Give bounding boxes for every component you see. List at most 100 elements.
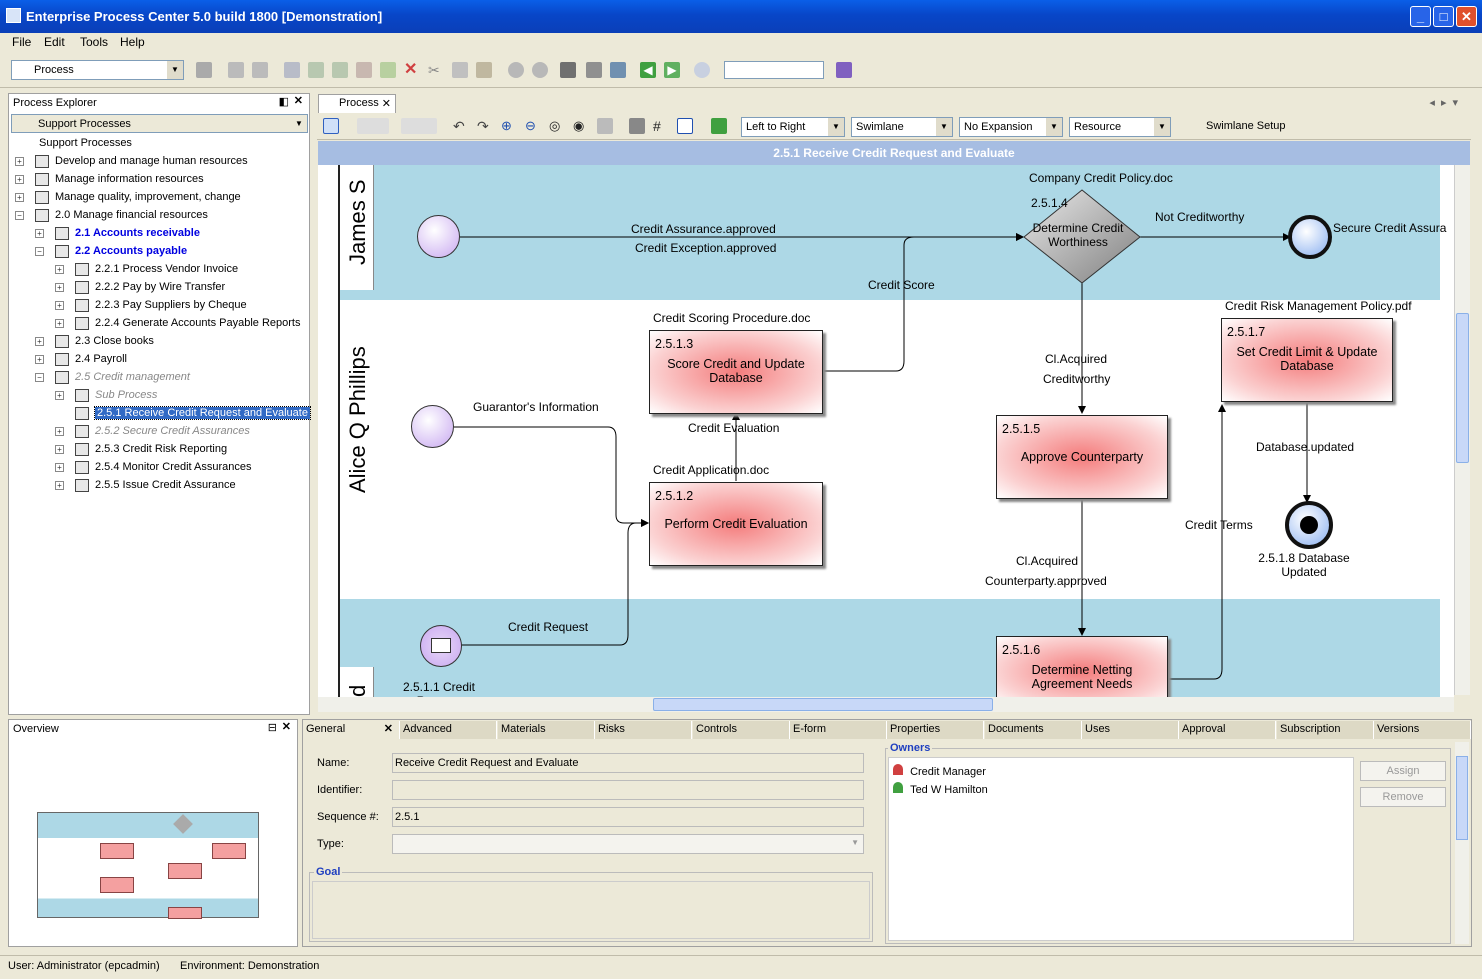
checkout-icon[interactable]: [252, 62, 268, 78]
cut-icon[interactable]: ✂: [428, 62, 440, 78]
process-diagram[interactable]: James S Alice Q Phillips d 2.5.1.3 Score…: [318, 165, 1454, 697]
lock-icon[interactable]: [228, 62, 244, 78]
tab-versions[interactable]: Versions: [1374, 721, 1471, 739]
expand-toggle-icon[interactable]: +: [55, 427, 64, 436]
tab-close-icon[interactable]: ✕: [383, 723, 393, 735]
tab-subscription[interactable]: Subscription: [1277, 721, 1374, 739]
search-tool-icon[interactable]: [836, 62, 852, 78]
back-icon[interactable]: ◀: [640, 62, 656, 78]
hscroll-thumb[interactable]: [653, 698, 993, 711]
message-start-event[interactable]: [420, 625, 462, 667]
expand-toggle-icon[interactable]: +: [55, 463, 64, 472]
comment-icon[interactable]: [694, 62, 710, 78]
expand-toggle-icon[interactable]: −: [35, 373, 44, 382]
expand-toggle-icon[interactable]: +: [55, 319, 64, 328]
direction-combo[interactable]: Left to Right▼: [741, 117, 845, 137]
close-panel-icon[interactable]: ✕: [293, 95, 303, 107]
assign-button[interactable]: Assign: [1360, 761, 1446, 781]
task-approve-counterparty[interactable]: 2.5.1.5 Approve Counterparty: [996, 415, 1168, 499]
zoom-in-icon[interactable]: ⊕: [501, 118, 512, 133]
diagram-horizontal-scrollbar[interactable]: [318, 697, 1454, 712]
copy-icon[interactable]: [452, 62, 468, 78]
minimize-button[interactable]: _: [1410, 6, 1431, 27]
expand-toggle-icon[interactable]: +: [35, 337, 44, 346]
task-netting-agreement[interactable]: 2.5.1.6 Determine Netting Agreement Need…: [996, 636, 1168, 697]
decision-name[interactable]: Determine Credit Worthiness: [1032, 221, 1124, 249]
forward-icon[interactable]: ▶: [664, 62, 680, 78]
tab-eform[interactable]: E-form: [790, 721, 887, 739]
expand-toggle-icon[interactable]: +: [55, 283, 64, 292]
tab-materials[interactable]: Materials: [498, 721, 595, 739]
expand-toggle-icon[interactable]: +: [55, 265, 64, 274]
type-select[interactable]: ▼: [392, 834, 864, 854]
add-icon[interactable]: [380, 62, 396, 78]
zoom-actual-icon[interactable]: ◉: [573, 118, 585, 133]
vscroll-thumb[interactable]: [1456, 313, 1469, 463]
expand-toggle-icon[interactable]: −: [35, 247, 44, 256]
delete-icon[interactable]: ✕: [404, 61, 418, 78]
identifier-field[interactable]: [392, 780, 864, 800]
sequence-field[interactable]: 2.5.1: [392, 807, 864, 827]
layout-combo[interactable]: Swimlane▼: [851, 117, 953, 137]
checkin-icon[interactable]: [308, 62, 324, 78]
owner-item[interactable]: Credit Manager: [893, 764, 986, 778]
preview-icon[interactable]: [586, 62, 602, 78]
owners-list[interactable]: Credit Manager Ted W Hamilton: [888, 757, 1354, 941]
page-icon[interactable]: [677, 118, 693, 134]
export-icon[interactable]: [711, 118, 727, 134]
menu-file[interactable]: File: [12, 35, 32, 49]
props-scroll-thumb[interactable]: [1456, 756, 1468, 840]
expansion-combo[interactable]: No Expansion▼: [959, 117, 1063, 137]
options-icon[interactable]: [532, 62, 548, 78]
name-field[interactable]: Receive Credit Request and Evaluate: [392, 753, 864, 773]
close-button[interactable]: ✕: [1456, 6, 1477, 27]
zoom-fit-icon[interactable]: ◎: [549, 118, 561, 133]
pin-icon[interactable]: ◧: [278, 96, 289, 108]
settings-icon[interactable]: [508, 62, 524, 78]
task-perform-evaluation[interactable]: 2.5.1.2 Perform Credit Evaluation: [649, 482, 823, 566]
print-icon[interactable]: [196, 62, 212, 78]
zoom-select-icon[interactable]: [323, 118, 339, 134]
expand-toggle-icon[interactable]: +: [35, 229, 44, 238]
tab-controls[interactable]: Controls: [693, 721, 790, 739]
tab-close-icon[interactable]: ✕: [381, 98, 391, 110]
menu-help[interactable]: Help: [120, 35, 145, 49]
expand-toggle-icon[interactable]: +: [55, 301, 64, 310]
undo-checkout-icon[interactable]: [356, 62, 372, 78]
tab-approval[interactable]: Approval: [1179, 721, 1276, 739]
start-event-alice[interactable]: [411, 405, 454, 448]
rotate-left-icon[interactable]: ↶: [453, 118, 465, 134]
expand-toggle-icon[interactable]: −: [15, 211, 24, 220]
tab-process[interactable]: Process ✕: [318, 94, 396, 113]
end-event-database[interactable]: [1285, 501, 1333, 549]
distribute-icon[interactable]: [401, 118, 437, 134]
save-icon[interactable]: [284, 62, 300, 78]
start-event-james[interactable]: [417, 215, 460, 258]
remove-button[interactable]: Remove: [1360, 787, 1446, 807]
paste-icon[interactable]: [476, 62, 492, 78]
printer-icon[interactable]: [560, 62, 576, 78]
diagram-vertical-scrollbar[interactable]: [1454, 165, 1470, 695]
book-icon[interactable]: [610, 62, 626, 78]
tab-risks[interactable]: Risks: [595, 721, 692, 739]
tab-nav-icon[interactable]: ◂▸▾: [1429, 97, 1464, 109]
expand-toggle-icon[interactable]: +: [55, 481, 64, 490]
overview-close-icon[interactable]: ✕: [281, 721, 291, 733]
menu-tools[interactable]: Tools: [80, 35, 109, 49]
tab-uses[interactable]: Uses: [1082, 721, 1179, 739]
props-scrollbar[interactable]: [1455, 742, 1469, 944]
overview-thumbnail[interactable]: [37, 812, 259, 919]
publish-icon[interactable]: [332, 62, 348, 78]
type-combo[interactable]: Process▼: [11, 60, 184, 80]
expand-toggle-icon[interactable]: +: [55, 445, 64, 454]
tab-documents[interactable]: Documents: [985, 721, 1082, 739]
explorer-combo[interactable]: Support Processes▼: [11, 114, 308, 133]
search-input[interactable]: [724, 61, 824, 79]
task-score-credit[interactable]: 2.5.1.3 Score Credit and Update Database: [649, 330, 823, 414]
camera-icon[interactable]: [629, 118, 645, 134]
lane-by-combo[interactable]: Resource▼: [1069, 117, 1171, 137]
tab-properties[interactable]: Properties: [887, 721, 984, 739]
expand-toggle-icon[interactable]: +: [15, 175, 24, 184]
expand-toggle-icon[interactable]: +: [55, 391, 64, 400]
layout-icon[interactable]: [597, 118, 613, 134]
